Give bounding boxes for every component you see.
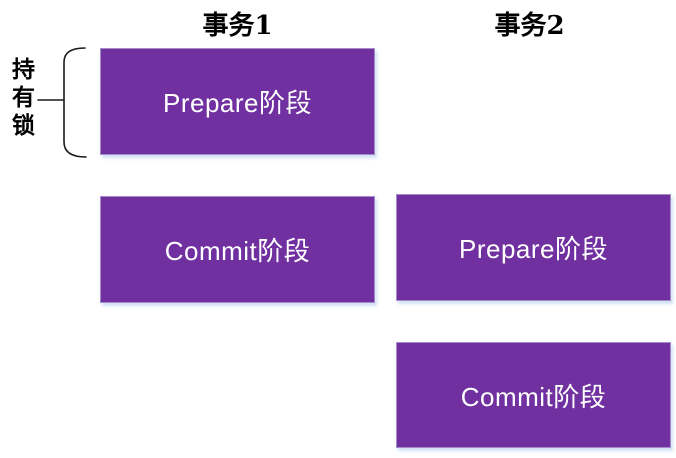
column-header-transaction-1: 事务1: [202, 11, 273, 41]
txn2-commit-phase-label: Commit阶段: [460, 381, 607, 412]
column-header-transaction-2: 事务2: [494, 11, 565, 41]
txn1-prepare-phase-box: Prepare阶段: [100, 48, 375, 155]
txn1-commit-phase-box: Commit阶段: [100, 196, 375, 303]
txn2-prepare-phase-label: Prepare阶段: [459, 234, 608, 264]
lock-brace-bracket: [37, 47, 87, 158]
txn2-prepare-phase-box: Prepare阶段: [396, 194, 671, 301]
hold-lock-label: 持有锁: [12, 56, 35, 139]
txn2-commit-phase-box: Commit阶段: [396, 342, 671, 448]
txn1-commit-phase-label: Commit阶段: [164, 236, 311, 266]
txn1-prepare-phase-label: Prepare阶段: [163, 88, 312, 118]
